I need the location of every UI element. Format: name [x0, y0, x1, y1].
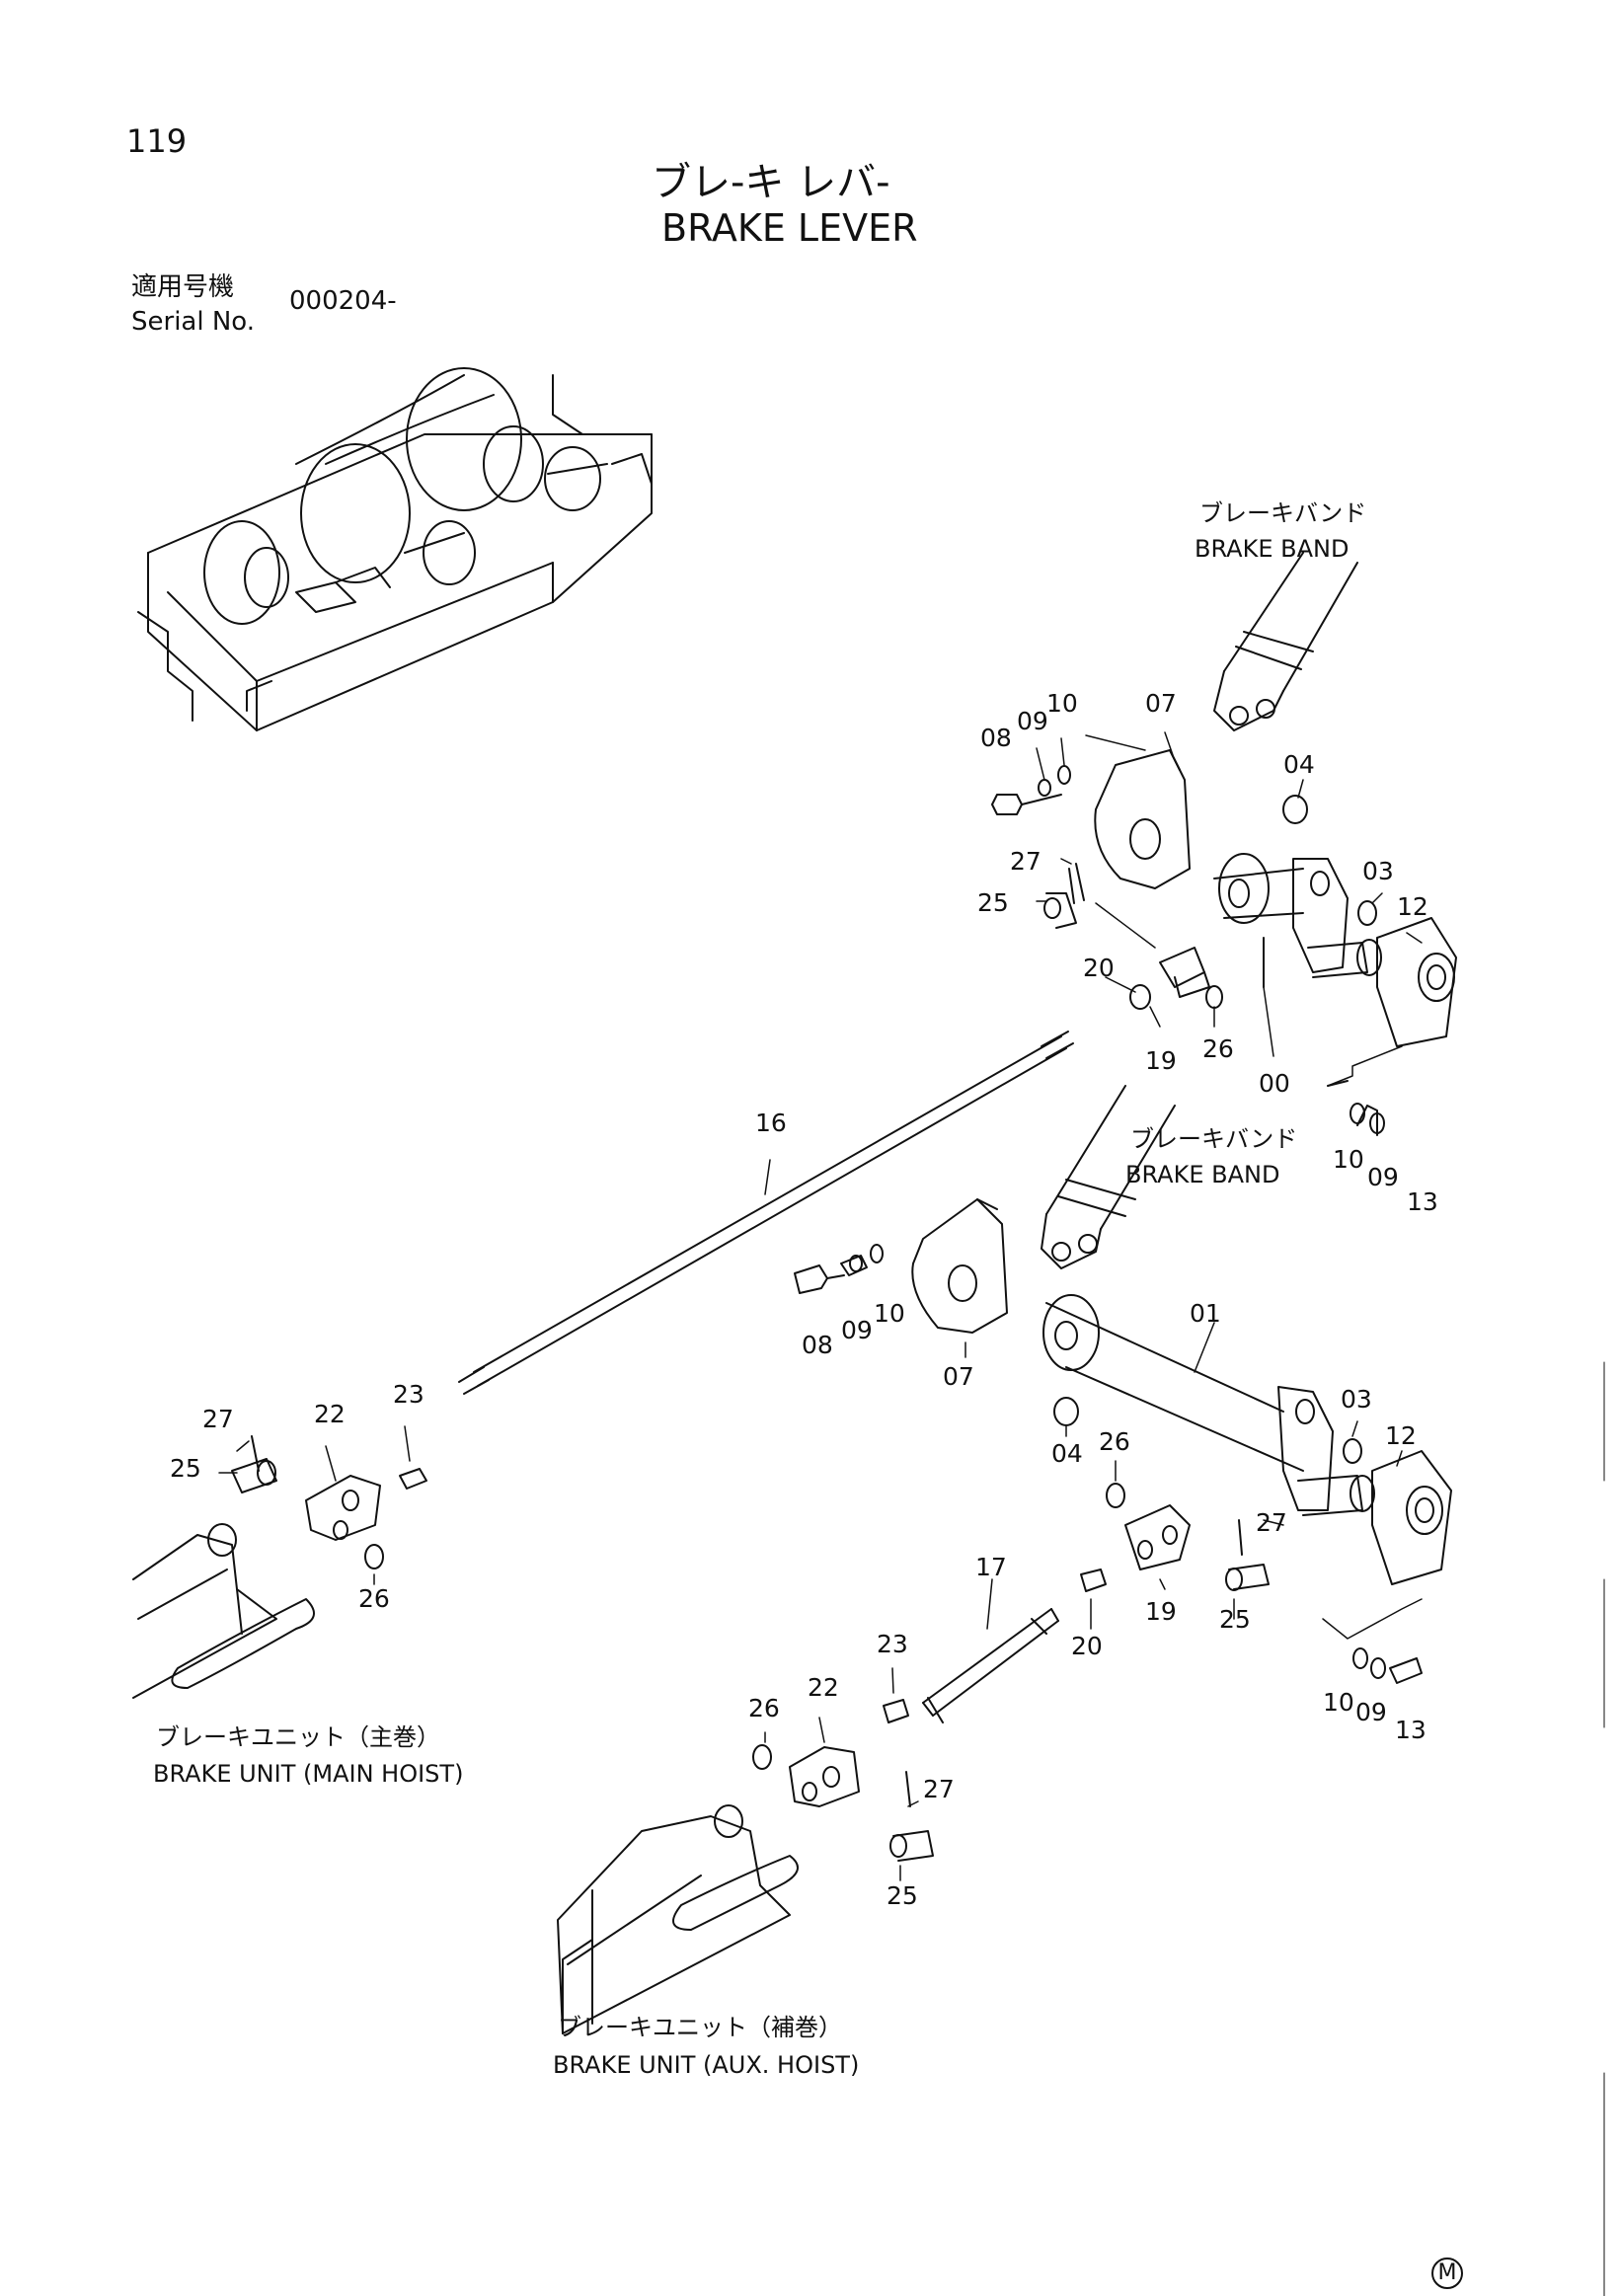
part-number: 19: [1145, 1046, 1177, 1075]
part-number: 25: [1219, 1605, 1251, 1634]
part-number: 27: [1256, 1508, 1287, 1537]
serial-label-english: Serial No.: [131, 307, 255, 337]
part-number: 10: [1333, 1145, 1364, 1174]
part-number: 20: [1071, 1632, 1103, 1660]
page-number: 119: [126, 122, 188, 160]
title-japanese: ブレ-キ レバ-: [652, 160, 890, 205]
upper-brake-band-illustration: [1214, 553, 1357, 730]
part-number: 12: [1385, 1421, 1417, 1450]
part-number: 07: [943, 1362, 974, 1391]
winch-overview-illustration: [138, 368, 652, 730]
part-number: 25: [887, 1881, 918, 1910]
brake-band-label-upper-en: BRAKE BAND: [1195, 535, 1350, 563]
leader-lines: [219, 732, 1422, 1880]
aux-hoist-label-en: BRAKE UNIT (AUX. HOIST): [553, 2051, 860, 2079]
part-number: 20: [1083, 954, 1115, 982]
part-number: 08: [980, 724, 1012, 752]
part-number: 17: [975, 1553, 1007, 1581]
middle-cover-12: [1353, 1451, 1451, 1683]
part-number: 22: [314, 1400, 346, 1428]
part-number: 16: [755, 1109, 787, 1137]
main-hoist-label-en: BRAKE UNIT (MAIN HOIST): [153, 1760, 464, 1788]
part-number: 23: [393, 1380, 424, 1409]
brake-band-label-upper-jp: ブレーキバンド: [1199, 499, 1367, 527]
part-number: 10: [1323, 1688, 1354, 1717]
middle-shaft-01: [1043, 1295, 1374, 1515]
part-number: 04: [1051, 1439, 1083, 1468]
upper-small-parts: [992, 766, 1384, 1135]
part-number: 12: [1397, 892, 1428, 921]
part-number: 08: [802, 1331, 833, 1359]
part-number: 01: [1190, 1299, 1221, 1328]
main-hoist-brake-unit: [133, 1436, 426, 1698]
part-number: 25: [170, 1454, 201, 1483]
part-number: 26: [1099, 1427, 1130, 1456]
main-hoist-label-jp: ブレーキユニット（主巻）: [156, 1723, 440, 1751]
part-number: 27: [202, 1405, 234, 1433]
long-rod-16: [459, 1032, 1073, 1394]
part-number: 27: [923, 1775, 955, 1803]
circled-m-mark: M: [1431, 2258, 1463, 2289]
part-number: 13: [1395, 1716, 1427, 1744]
part-number: 04: [1283, 750, 1315, 779]
part-number: 03: [1362, 857, 1394, 885]
part-number: 19: [1145, 1597, 1177, 1626]
middle-clevis-19: [1081, 1484, 1269, 1591]
part-number: 27: [1010, 847, 1041, 876]
part-number: 25: [977, 888, 1009, 917]
part-number: 09: [1355, 1698, 1387, 1726]
upper-cover-12: [1377, 918, 1456, 1046]
part-number: 10: [874, 1299, 905, 1328]
part-number: 26: [748, 1694, 780, 1722]
serial-value: 000204-: [289, 286, 397, 316]
part-number: 07: [1145, 689, 1177, 718]
part-number: 22: [808, 1673, 839, 1702]
part-number: 26: [1202, 1034, 1234, 1063]
part-number: 13: [1407, 1187, 1438, 1216]
upper-bracket-07: [1095, 750, 1190, 888]
brake-band-label-lower-en: BRAKE BAND: [1125, 1161, 1280, 1188]
part-number: 09: [1017, 707, 1048, 735]
part-number: 26: [358, 1584, 390, 1613]
upper-shaft-assembly-00: [1214, 854, 1381, 987]
title-english: BRAKE LEVER: [661, 206, 918, 250]
aux-hoist-brake-unit: [558, 1700, 933, 2033]
aux-hoist-label-jp: ブレーキユニット（補巻）: [558, 2014, 842, 2041]
part-number: 09: [841, 1316, 873, 1344]
part-number: 23: [877, 1630, 908, 1658]
short-rod-17: [923, 1609, 1058, 1722]
part-number: 09: [1367, 1163, 1399, 1191]
part-number: 10: [1046, 689, 1078, 718]
brake-band-label-lower-jp: ブレーキバンド: [1130, 1125, 1298, 1153]
lower-brake-band-illustration: [1041, 1086, 1175, 1268]
middle-bracket-07: [795, 1199, 1007, 1333]
serial-label-japanese: 適用号機: [131, 272, 235, 302]
part-number: 03: [1341, 1385, 1372, 1414]
part-number: 00: [1259, 1069, 1290, 1098]
